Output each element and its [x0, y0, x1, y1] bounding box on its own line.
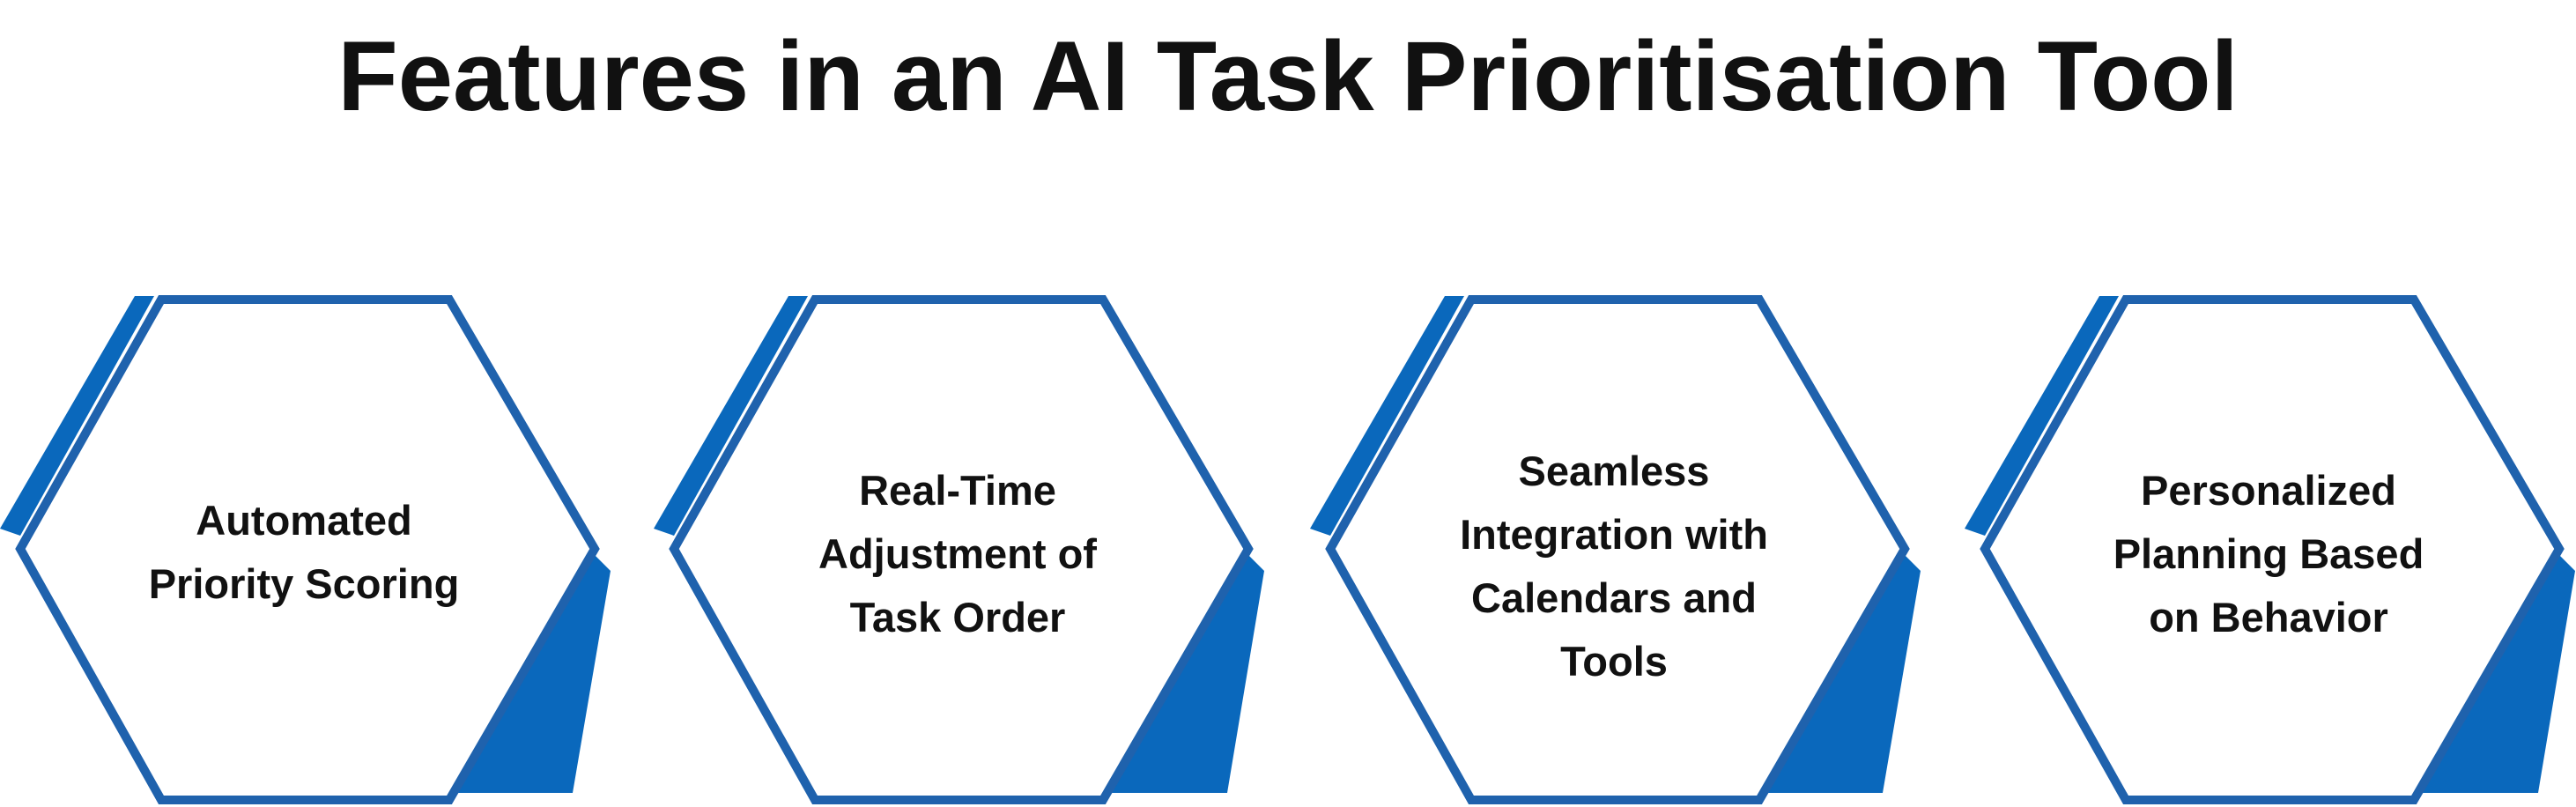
hexagon-2 — [654, 295, 1264, 804]
hexagon-1-accent — [0, 296, 154, 536]
hexagon-1 — [0, 295, 611, 804]
hexagon-4 — [1965, 295, 2575, 804]
feature-label-1: Automated Priority Scoring — [148, 497, 460, 607]
hexagon-3-accent-lower — [1768, 551, 1921, 793]
hexagon-1-accent-lower — [458, 551, 611, 793]
hexagon-4-shape — [1980, 295, 2565, 804]
hexagon-4-accent-lower — [2423, 551, 2575, 793]
feature-label-3: Seamless Integration with Calendars and … — [1460, 447, 1768, 685]
feature-label-4: Personalized Planning Based on Behavior — [2113, 467, 2424, 640]
hexagon-2-accent-lower — [1112, 551, 1264, 793]
hexagon-3 — [1310, 295, 1921, 804]
hexagon-3-shape — [1325, 295, 1910, 804]
hexagon-4-accent — [1965, 296, 2119, 536]
feature-label-2: Real-Time Adjustment of Task Order — [818, 467, 1097, 640]
hexagon-2-accent — [654, 296, 808, 536]
hexagon-2-shape — [669, 295, 1254, 804]
hexagon-3-accent — [1310, 296, 1464, 536]
hexagon-1-shape — [15, 295, 600, 804]
page-title: Features in an AI Task Prioritisation To… — [337, 21, 2239, 131]
